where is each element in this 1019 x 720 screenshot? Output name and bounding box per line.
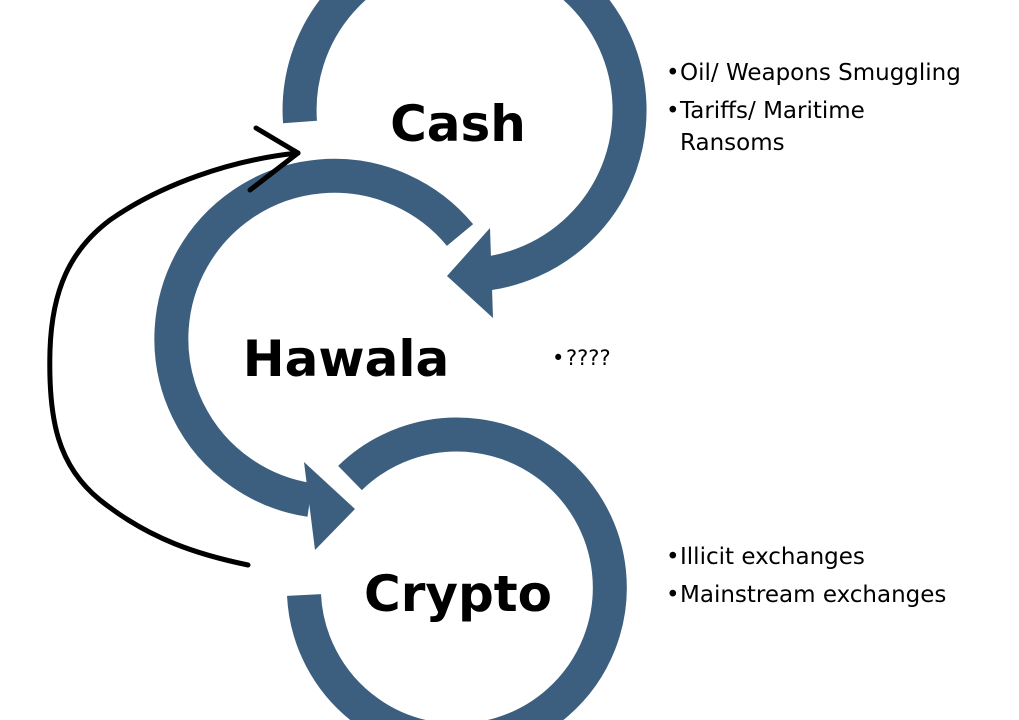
- hand-arrow-crypto-to-cash: [47, 150, 301, 568]
- hawala-ring-arc: [154, 158, 474, 517]
- hawala-ring-arrowhead: [304, 462, 355, 550]
- cash-ring-arrowhead: [447, 228, 493, 318]
- node-label-cash: Cash: [390, 95, 526, 153]
- node-label-crypto: Crypto: [364, 565, 552, 623]
- crypto-notes-list: Illicit exchanges Mainstream exchanges: [666, 541, 986, 617]
- crypto-note-item: Illicit exchanges: [666, 541, 986, 573]
- cash-notes-list: Oil/ Weapons Smuggling Tariffs/ Maritime…: [666, 57, 966, 165]
- node-label-hawala: Hawala: [243, 330, 449, 388]
- hawala-note-item: ????: [552, 342, 752, 374]
- crypto-ring-arc: [287, 417, 627, 720]
- cash-ring-arc: [282, 0, 647, 292]
- cash-note-item: Tariffs/ Maritime Ransoms: [666, 95, 966, 159]
- hawala-notes-list: ????: [552, 342, 752, 380]
- cash-note-item: Oil/ Weapons Smuggling: [666, 57, 966, 89]
- hand-arrowhead: [247, 125, 301, 193]
- crypto-note-item: Mainstream exchanges: [666, 579, 986, 611]
